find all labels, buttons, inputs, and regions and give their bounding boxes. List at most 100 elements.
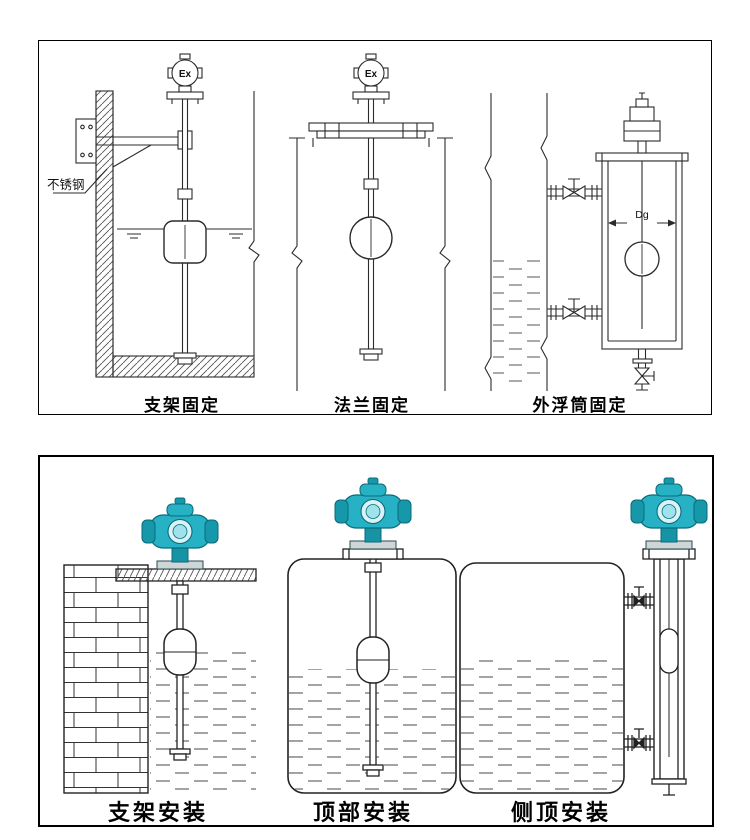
tank-right-wall xyxy=(439,138,451,391)
drain-flange xyxy=(632,358,653,364)
pipe-end-cap xyxy=(363,353,379,361)
head-top-knob xyxy=(365,53,377,60)
shelf-bracket xyxy=(115,568,257,582)
stainless-leader-line xyxy=(53,168,108,194)
water xyxy=(461,659,623,792)
upper-connection-flanges xyxy=(627,593,651,609)
tank-left-wall xyxy=(291,138,303,391)
chamber-flange xyxy=(595,152,689,162)
caption-side-top-mounting: 侧顶安装 xyxy=(510,800,611,825)
caption-bracket-mounting: 支架安装 xyxy=(107,800,208,825)
dg-label: Dg xyxy=(635,209,649,221)
bracket-arm xyxy=(96,136,178,146)
bracket-plate xyxy=(75,118,97,164)
diagram-external-chamber-fixing xyxy=(484,92,689,391)
level-transmitter xyxy=(141,497,219,570)
head-neck xyxy=(178,85,192,93)
flange-plate-lower xyxy=(316,130,426,139)
caption-top-mounting: 顶部安装 xyxy=(312,800,413,825)
pipe-coupling xyxy=(171,584,189,595)
stainless-steel-label: 不锈钢 xyxy=(47,177,85,192)
diagram-top-mounting xyxy=(287,477,457,794)
level-transmitter xyxy=(334,477,412,550)
dg-arrow-left xyxy=(608,219,616,227)
water xyxy=(150,649,256,791)
caption-chamber-fixing: 外浮筒固定 xyxy=(532,396,628,415)
drain-pipe xyxy=(637,349,647,359)
flange-plate-upper xyxy=(308,122,434,132)
level-marks xyxy=(127,233,243,239)
diagram-side-top-mounting xyxy=(459,477,708,796)
instrument-cap xyxy=(635,98,649,108)
instrument-tip xyxy=(639,92,645,99)
vessel-wall-right xyxy=(540,93,548,391)
mounting-flange xyxy=(342,548,404,560)
tube-drain-tail xyxy=(663,784,675,796)
head-flange xyxy=(166,91,204,100)
bolt-hole xyxy=(80,152,85,158)
diagram-bracket-mounting xyxy=(63,497,257,794)
panel-installation-methods: 支架安装 顶部安装 侧顶安装 xyxy=(38,455,714,827)
upper-connection-flanges xyxy=(550,185,598,200)
lower-connection-pipe xyxy=(624,738,654,748)
head-stem xyxy=(367,99,375,123)
tube-inner-walls xyxy=(659,559,679,779)
brick-wall xyxy=(63,564,149,794)
head-top-knob xyxy=(179,53,191,60)
bolt-hole xyxy=(80,124,85,130)
pipe-end-flange xyxy=(173,352,197,359)
head-flange xyxy=(352,91,390,100)
caption-bracket-fixing: 支架固定 xyxy=(144,396,220,415)
pipe-coupling xyxy=(364,562,382,573)
lower-valve-icon xyxy=(633,736,645,750)
float xyxy=(659,628,679,674)
upper-valve-icon xyxy=(633,594,645,608)
level-transmitter xyxy=(630,477,708,550)
chamber-inner-walls xyxy=(607,161,677,342)
pipe-end-flange xyxy=(359,348,383,355)
wall-hatching xyxy=(95,90,114,378)
flange-bolts xyxy=(348,549,398,559)
flange-bolts xyxy=(171,99,199,104)
bottom-panel-drawing xyxy=(63,477,708,796)
bolt-hole xyxy=(88,152,93,158)
instrument-head xyxy=(629,106,655,122)
pipe-end-cap xyxy=(177,357,193,365)
lower-connection-flanges xyxy=(627,735,651,751)
caption-flange-fixing: 法兰固定 xyxy=(334,396,410,415)
head-neck xyxy=(364,85,378,93)
lower-connection-flanges xyxy=(550,305,598,320)
pipe-coupling xyxy=(363,178,379,190)
top-panel-drawing: 不锈钢 Ex Ex Dg xyxy=(47,53,689,391)
ex-marking-1: Ex xyxy=(179,69,192,80)
ex-marking-2: Ex xyxy=(365,69,378,80)
mounting-flange xyxy=(642,548,696,560)
diagram-flange-fixing xyxy=(289,53,453,391)
drain-end xyxy=(636,384,648,391)
flange-bolts xyxy=(648,549,690,559)
chamber-flange-bolts xyxy=(601,153,683,161)
pipe-end-flange xyxy=(362,764,384,771)
pipe-coupling xyxy=(177,188,193,200)
flange-bolts xyxy=(357,99,385,104)
drain-valve-handle xyxy=(642,371,655,381)
tank-right-wall xyxy=(248,91,260,356)
pipe-end-cap xyxy=(366,769,380,777)
vessel-wall-left xyxy=(484,93,492,391)
lower-valve-handle xyxy=(634,728,644,738)
diagram-bracket-fixing xyxy=(53,53,260,378)
vessel-liquid xyxy=(493,256,545,388)
tube-bottom-cap xyxy=(651,778,687,785)
bolt-hole xyxy=(88,124,93,130)
flange-bolt-ticks xyxy=(324,123,418,138)
upper-valve-handle xyxy=(568,178,580,193)
upper-valve-handle xyxy=(634,586,644,596)
instrument-stem xyxy=(637,140,647,154)
panel-fixation-methods: 不锈钢 Ex Ex Dg 支架固定 法兰固定 外浮筒固定 xyxy=(38,40,712,415)
pipe-end-flange xyxy=(169,748,191,755)
pipe-end-cap xyxy=(173,753,187,761)
drain-pipe-lower xyxy=(637,363,647,368)
bracket-brace xyxy=(112,144,152,168)
upper-connection-pipe xyxy=(624,596,654,606)
